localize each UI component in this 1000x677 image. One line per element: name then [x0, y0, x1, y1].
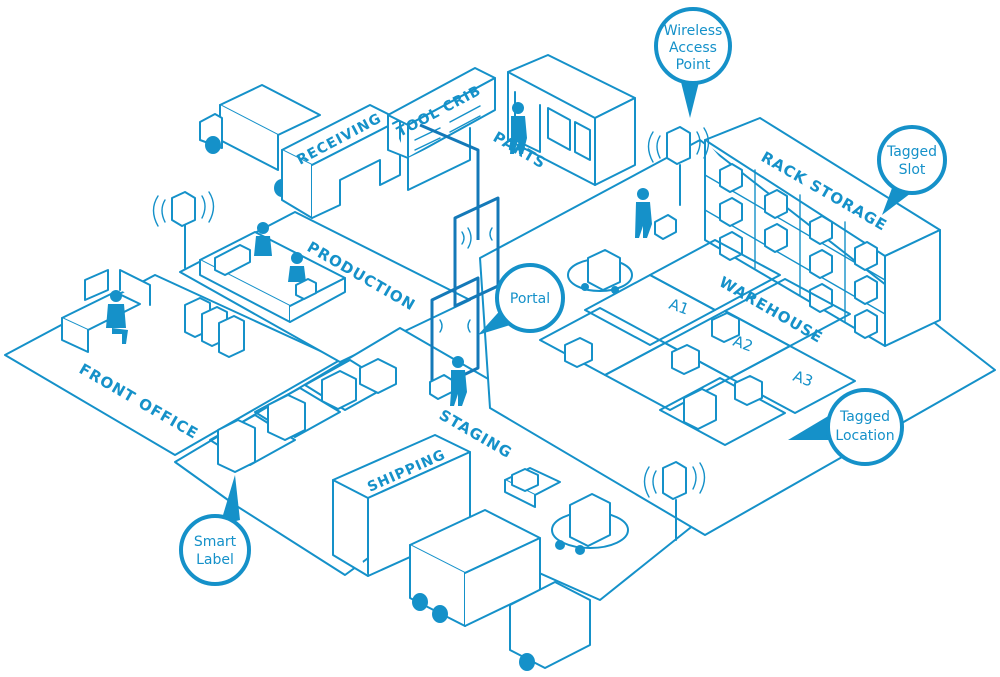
callout-tagged-slot: Tagged Slot	[877, 125, 947, 215]
callout-portal: Portal	[478, 263, 565, 335]
callout-tagged-location-line1: Tagged	[839, 409, 890, 425]
callout-tagged-slot-line2: Slot	[899, 162, 926, 178]
slot-label-a3: A3	[791, 367, 816, 391]
parts-worker-icon	[510, 102, 527, 154]
access-point-icon	[152, 191, 215, 269]
warehouse-forklift-icon	[567, 249, 633, 294]
callout-smart-label-line1: Smart	[194, 534, 237, 550]
parts-area: PARTS	[490, 54, 636, 186]
shipping-pallet	[504, 467, 561, 508]
tool-crib-area: TOOL CRIB	[387, 67, 496, 191]
warehouse-area: A1 A2 A3 WAREHOUSE	[539, 188, 856, 446]
access-point-icon	[643, 461, 706, 541]
office-worker-icon	[106, 290, 128, 344]
callout-smart-label: Smart Label	[179, 475, 251, 586]
slot-label-a1: A1	[667, 295, 692, 319]
warehouse-boxes	[564, 312, 763, 430]
warehouse-worker-icon	[635, 188, 677, 240]
shipping-truck-icon	[409, 509, 591, 671]
receiving-area: RECEIVING	[199, 84, 401, 219]
shipping-forklift-icon	[551, 493, 629, 555]
callout-portal-text: Portal	[510, 291, 550, 307]
production-worker-2-icon	[288, 252, 306, 282]
callout-wireless-access-point: Wireless Access Point	[654, 7, 732, 118]
access-point-icon	[647, 126, 710, 206]
callout-wireless-line2: Access	[669, 40, 717, 56]
staging-box-stacks	[217, 358, 397, 473]
callout-wireless-line3: Point	[676, 57, 711, 73]
shipping-area: SHIPPING	[332, 434, 629, 671]
slot-label-a2: A2	[731, 332, 756, 356]
callout-tagged-slot-line1: Tagged	[886, 144, 937, 160]
callout-tagged-location: Tagged Location	[788, 388, 904, 466]
rack-box-stacks	[719, 163, 878, 339]
callout-wireless-line1: Wireless	[664, 23, 723, 39]
rack-storage-area: RACK STORAGE	[704, 117, 941, 347]
production-worker-1-icon	[254, 222, 272, 256]
staging-worker-icon	[429, 356, 467, 406]
callout-tagged-location-line2: Location	[835, 428, 894, 444]
file-cabinets	[184, 297, 245, 358]
callout-smart-label-line2: Label	[196, 552, 234, 568]
receiving-truck-icon	[199, 84, 321, 197]
